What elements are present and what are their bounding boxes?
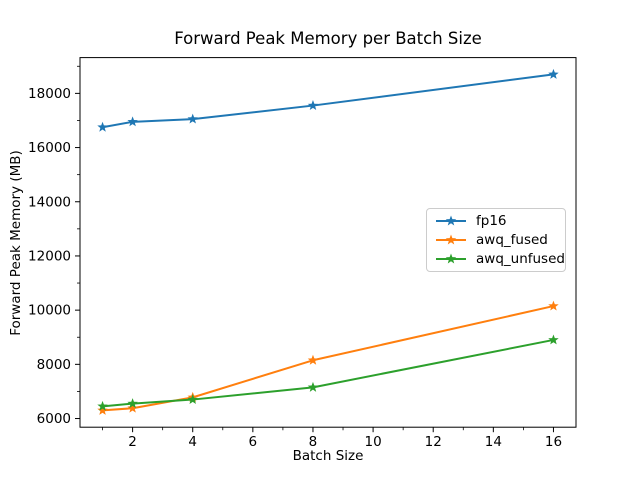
marker-fp16-icon — [548, 68, 559, 79]
series-line-awq_fused — [102, 305, 554, 412]
x-tick-label: 2 — [128, 434, 137, 450]
legend-sample-star-icon — [445, 234, 457, 245]
marker-fp16-icon — [97, 121, 108, 132]
y-tick-label: 10000 — [28, 303, 71, 319]
x-tick-label: 16 — [545, 434, 562, 450]
chart-title: Forward Peak Memory per Batch Size — [174, 29, 482, 48]
legend: fp16 awq_fused awq_unfused — [426, 208, 566, 272]
legend-sample-star-icon — [445, 253, 457, 264]
marker-awq_fused-icon — [548, 300, 559, 311]
marker-awq_fused-icon — [97, 404, 108, 415]
marker-awq_unfused-icon — [187, 394, 198, 405]
marker-fp16-icon — [187, 113, 198, 124]
legend-label-awq-unfused: awq_unfused — [476, 250, 565, 267]
marker-awq_unfused-icon — [307, 381, 319, 392]
legend-label-awq-fused: awq_fused — [476, 232, 548, 248]
legend-line-sample-awq-unfused — [436, 253, 466, 264]
series-line-awq_unfused — [102, 338, 554, 408]
marker-awq_fused-icon — [127, 402, 138, 413]
x-tick-label: 6 — [249, 434, 258, 450]
legend-line-sample-awq-fused — [436, 234, 466, 245]
legend-line-sample-fp16 — [436, 215, 466, 226]
y-tick-label: 8000 — [37, 357, 71, 373]
y-axis-label: Forward Peak Memory (MB) — [8, 150, 24, 336]
y-tick-label: 16000 — [28, 140, 71, 156]
y-tick-label: 18000 — [28, 86, 71, 102]
y-tick-label: 6000 — [37, 411, 71, 427]
legend-item-awq-fused: awq_fused — [435, 231, 559, 250]
axes-frame — [79, 57, 577, 428]
x-tick-label: 10 — [364, 434, 381, 450]
x-tick-label: 12 — [425, 434, 442, 450]
y-tick-label: 14000 — [28, 194, 71, 210]
marker-awq_unfused-icon — [548, 334, 559, 345]
series-line-fp16 — [102, 73, 554, 129]
x-tick-label: 8 — [309, 434, 318, 450]
x-tick-label: 14 — [485, 434, 502, 450]
x-tick-label: 4 — [188, 434, 197, 450]
legend-label-fp16: fp16 — [476, 213, 507, 230]
legend-sample-star-icon — [445, 215, 457, 226]
marker-awq_unfused-icon — [127, 398, 138, 409]
marker-fp16-icon — [127, 116, 138, 127]
legend-item-fp16: fp16 — [435, 212, 559, 231]
x-axis-label: Batch Size — [292, 448, 364, 464]
marker-awq_fused-icon — [307, 354, 319, 365]
marker-awq_unfused-icon — [97, 400, 108, 411]
y-tick-label: 12000 — [28, 248, 71, 264]
marker-fp16-icon — [307, 100, 319, 111]
legend-item-awq-unfused: awq_unfused — [435, 249, 565, 268]
